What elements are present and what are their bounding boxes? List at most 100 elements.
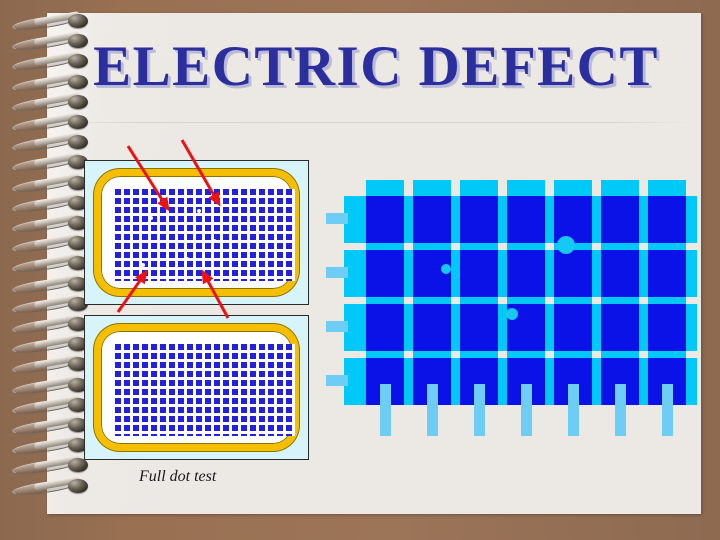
column-lead-line (662, 384, 673, 436)
spiral-ring (11, 112, 92, 134)
spiral-bead (68, 14, 88, 28)
spiral-ring (11, 71, 92, 94)
spiral-ring (11, 475, 92, 498)
spiral-bead (68, 236, 88, 251)
matrix-cell (601, 304, 639, 351)
matrix-cell (648, 196, 686, 243)
matrix-cell (554, 250, 592, 297)
panel-gold-bezel (94, 169, 299, 296)
matrix-cell (366, 250, 404, 297)
defective-panel (84, 160, 309, 305)
spiral-bead (68, 195, 88, 210)
column-lead-line (427, 384, 438, 436)
spiral-ring (11, 394, 92, 417)
matrix-cell (648, 250, 686, 297)
spiral-ring (11, 293, 92, 316)
pixel-defect-dot (141, 263, 145, 267)
spiral-ring (11, 374, 92, 397)
spiral-bead (68, 438, 88, 453)
spiral-bead (68, 418, 88, 432)
spiral-bead (68, 175, 88, 190)
spiral-ring (11, 11, 92, 33)
title-divider-rule (60, 122, 692, 123)
row-lead-line (326, 213, 348, 224)
matrix-cell (460, 304, 498, 351)
column-lead-line (521, 384, 532, 436)
pixel-dot-grid-defective (115, 189, 295, 281)
reference-panel (84, 315, 309, 460)
electrode-matrix-diagram (326, 180, 706, 460)
pixel-defect-dot (197, 209, 201, 213)
row-lead-line (326, 375, 348, 386)
matrix-cell (601, 250, 639, 297)
spiral-bead (68, 94, 88, 109)
spiral-bead (68, 155, 88, 170)
column-lead-line (568, 384, 579, 436)
row-lead-line (326, 267, 348, 278)
column-lead-line (474, 384, 485, 436)
matrix-cell (648, 304, 686, 351)
spiral-bead (68, 54, 88, 69)
matrix-cell (460, 196, 498, 243)
spiral-ring (11, 213, 92, 235)
matrix-cell (460, 250, 498, 297)
matrix-cell (413, 304, 451, 351)
spiral-bead (68, 276, 88, 291)
matrix-cell (366, 196, 404, 243)
spiral-ring (11, 354, 92, 376)
spiral-bead (68, 357, 88, 372)
column-lead-line (380, 384, 391, 436)
defect-dot-small (441, 264, 451, 274)
matrix-cell (413, 196, 451, 243)
spiral-ring (11, 192, 92, 215)
matrix-cell (554, 196, 592, 243)
spiral-bead (68, 317, 88, 331)
matrix-cell (366, 304, 404, 351)
spiral-ring (11, 253, 92, 275)
pixel-defect-dot (213, 239, 216, 242)
spiral-bead (68, 296, 88, 311)
spiral-bead (68, 74, 88, 89)
spiral-ring (11, 273, 92, 296)
panel-gold-bezel (94, 324, 299, 451)
spiral-ring (11, 31, 92, 53)
spiral-binding (0, 0, 120, 540)
spiral-ring (11, 314, 92, 336)
spiral-ring (11, 91, 92, 114)
page-title: ELECTRIC DEFECT (93, 35, 659, 98)
pixel-grid-pattern (115, 344, 295, 436)
spiral-ring (11, 51, 92, 73)
pixel-defect-dot (185, 257, 189, 261)
arrow-bottom-right (201, 269, 230, 319)
spiral-bead (68, 377, 88, 392)
arrow-top-left (126, 145, 170, 212)
defect-dot-large (557, 236, 575, 254)
spiral-bead (68, 135, 88, 150)
row-lead-line (326, 321, 348, 332)
spiral-ring (11, 455, 92, 477)
spiral-bead (68, 458, 88, 473)
spiral-ring (11, 172, 92, 195)
spiral-bead (68, 216, 88, 230)
spiral-ring (11, 415, 92, 437)
spiral-ring (11, 132, 92, 154)
spiral-ring (11, 233, 92, 255)
matrix-cell (601, 196, 639, 243)
spiral-bead (68, 256, 88, 271)
spiral-bead (68, 34, 88, 49)
arrow-top-right (180, 139, 221, 207)
pixel-dot-grid-reference (115, 344, 295, 436)
panel-caption: Full dot test (139, 468, 217, 485)
spiral-ring (11, 152, 92, 174)
spiral-bead (68, 397, 88, 412)
matrix-cell (554, 304, 592, 351)
pixel-defect-dot (149, 216, 153, 220)
spiral-bead (68, 478, 88, 493)
matrix-cell (507, 196, 545, 243)
pixel-grid-pattern (115, 189, 295, 281)
spiral-bead (68, 115, 88, 129)
spiral-ring (11, 435, 92, 457)
spiral-ring (11, 334, 92, 356)
